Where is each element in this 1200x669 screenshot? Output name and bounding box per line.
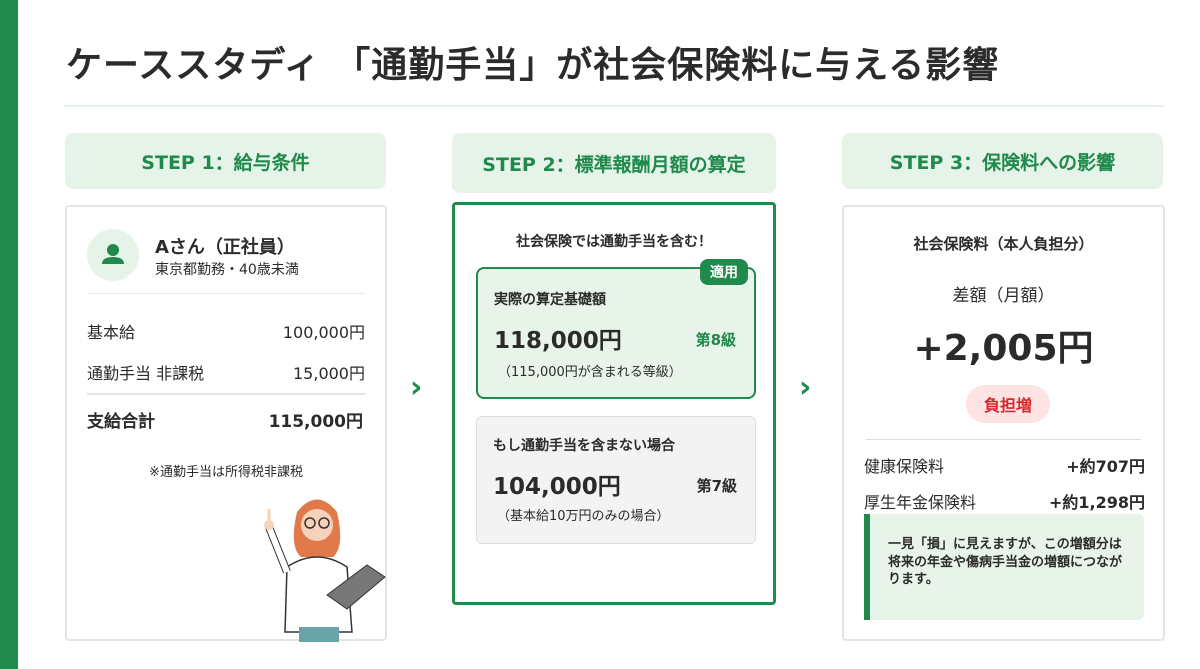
step1-card: Aさん（正社員） 東京都勤務・40歳未満 基本給 100,000円 通勤手当 非課… (65, 205, 387, 642)
row-value: +約707円 (1066, 457, 1145, 476)
step1-header: STEP 1：給与条件 (65, 133, 386, 189)
alt-label: もし通勤手当を含まない場合 (493, 438, 675, 454)
total-value: 115,000円 (268, 412, 363, 432)
row-value: +約1,298円 (1048, 493, 1145, 512)
row-label: 厚生年金保険料 (864, 493, 977, 512)
applied-label: 実際の算定基礎額 (494, 292, 606, 308)
page-title: ケーススタディ 「通勤手当」が社会保険料に与える影響 (66, 45, 1000, 86)
info-note: 一見「損」に見えますが、この増額分は将来の年金や傷病手当金の増額につながります。 (864, 514, 1144, 620)
alt-note: （基本給10万円のみの場合） (497, 509, 670, 524)
salary-row: 基本給 100,000円 (87, 319, 365, 343)
alt-grade: 第7級 (696, 477, 737, 495)
step3-header: STEP 3：保険料への影響 (842, 133, 1163, 189)
alt-amount: 104,000円 (493, 474, 621, 500)
burden-increase-badge: 負担増 (966, 385, 1050, 423)
chevron-right-icon: › (410, 370, 423, 405)
diff-label: 差額（月額） (952, 286, 1055, 306)
tax-note: ※通勤手当は所得税非課税 (149, 465, 303, 480)
premium-row: 厚生年金保険料 +約1,298円 (864, 489, 1145, 513)
applied-badge: 適用 (700, 259, 748, 285)
premium-row: 健康保険料 +約707円 (864, 453, 1145, 477)
total-label: 支給合計 (87, 412, 155, 432)
step3-heading: 社会保険料（本人負担分） (913, 235, 1094, 253)
user-avatar-icon (87, 229, 139, 281)
step2-header: STEP 2：標準報酬月額の算定 (452, 133, 776, 193)
row-value: 15,000円 (293, 364, 365, 383)
row-label: 健康保険料 (864, 457, 945, 476)
step2-heading: 社会保険では通勤手当を含む！ (516, 234, 712, 250)
row-label: 基本給 (87, 323, 136, 342)
applied-amount: 118,000円 (494, 328, 622, 354)
salary-row: 通勤手当 非課税 15,000円 (87, 360, 365, 384)
chevron-right-icon: › (799, 370, 812, 405)
step3-card: 社会保険料（本人負担分） 差額（月額） +2,005円 負担増 健康保険料 +約7… (842, 205, 1165, 641)
person-name: Aさん（正社員） (155, 237, 295, 258)
alternative-box: もし通勤手当を含まない場合 104,000円 第7級 （基本給10万円のみの場合… (476, 416, 756, 544)
row-label: 通勤手当 非課税 (87, 364, 205, 383)
applied-note: （115,000円が含まれる等級） (498, 365, 682, 380)
person-sub: 東京都勤務・40歳未満 (155, 262, 299, 278)
total-row: 支給合計 115,000円 (87, 407, 363, 432)
row-value: 100,000円 (282, 323, 365, 342)
step2-card: 社会保険では通勤手当を含む！ 適用 実際の算定基礎額 118,000円 第8級 … (452, 202, 776, 605)
divider (64, 105, 1164, 107)
applied-box: 適用 実際の算定基礎額 118,000円 第8級 （115,000円が含まれる等… (476, 259, 756, 399)
diff-value: +2,005円 (913, 328, 1094, 369)
accent-bar (0, 0, 18, 669)
woman-with-laptop-illustration (264, 499, 386, 642)
applied-grade: 第8級 (695, 331, 736, 349)
